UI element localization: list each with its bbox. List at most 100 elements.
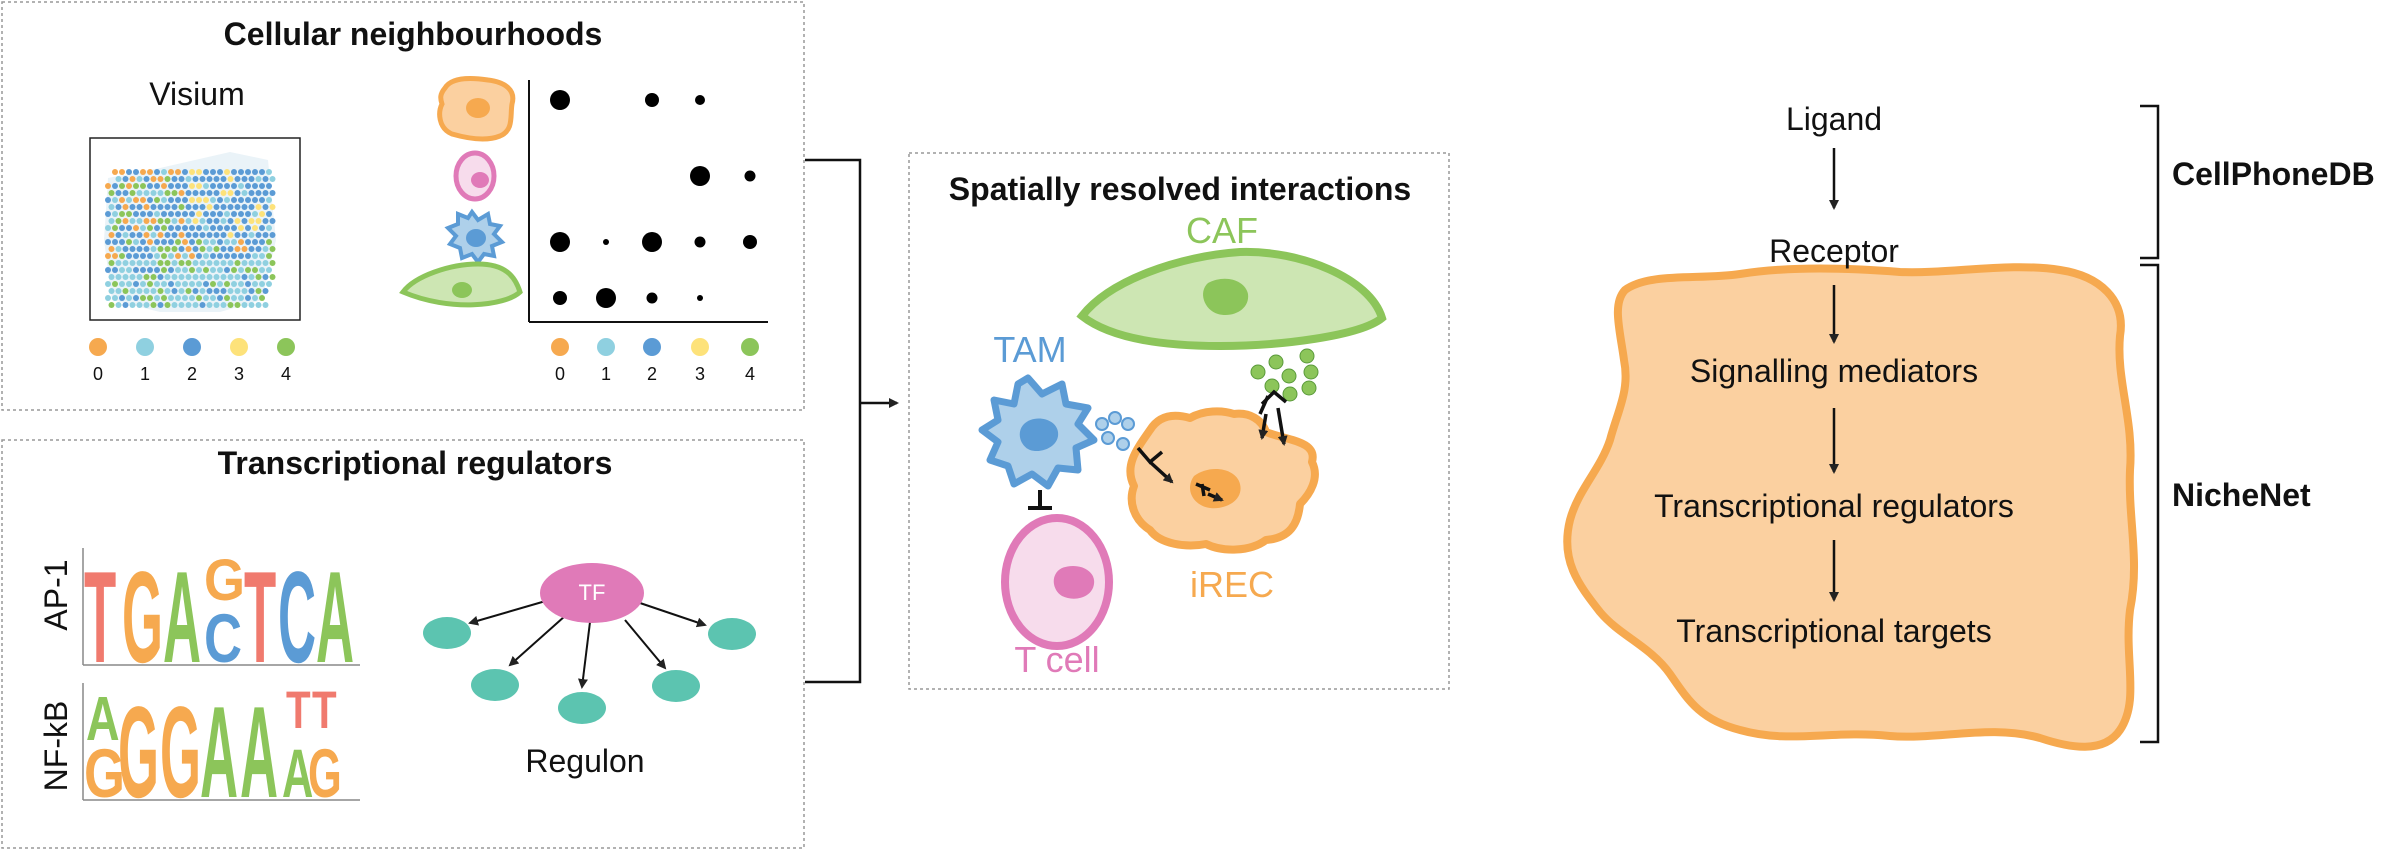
tissue-spot <box>140 253 146 259</box>
cell-icon-tcell <box>453 150 497 202</box>
tissue-spot <box>189 295 195 301</box>
tissue-spot <box>245 295 251 301</box>
tissue-spot <box>115 288 122 294</box>
tissue-spot <box>122 204 129 210</box>
tissue-spot <box>122 218 129 224</box>
tissue-spot <box>192 232 199 238</box>
tissue-spot <box>164 176 171 182</box>
tissue-spot <box>245 183 251 189</box>
tissue-spot <box>133 253 139 259</box>
dotplot-point <box>697 295 703 301</box>
tissue-spot <box>150 176 157 182</box>
tissue-spot <box>248 302 255 308</box>
tissue-spot <box>262 232 269 238</box>
tissue-spot <box>189 253 195 259</box>
dotplot-point <box>553 291 567 305</box>
tissue-spot <box>108 288 115 294</box>
tissue-spot <box>185 288 192 294</box>
svg-text:G: G <box>204 546 245 612</box>
tissue-spot <box>248 190 255 196</box>
tissue-spot <box>143 288 150 294</box>
tissue-spot <box>143 176 150 182</box>
cell-tam: TAM <box>978 329 1098 490</box>
tissue-spot <box>115 176 122 182</box>
tissue-spot <box>220 190 227 196</box>
tissue-spot <box>140 183 146 189</box>
tissue-spot <box>182 253 188 259</box>
target-gene-node <box>423 617 471 649</box>
tissue-spot <box>203 197 209 203</box>
motif-label-nfkb: NF-kB <box>38 701 74 792</box>
cluster-legend-swatch <box>230 338 248 356</box>
tissue-spot <box>105 267 111 273</box>
tissue-spot <box>122 274 129 280</box>
tissue-spot <box>178 302 185 308</box>
tissue-spot <box>203 267 209 273</box>
tissue-spot <box>143 190 150 196</box>
tissue-spot <box>220 232 227 238</box>
tissue-spot <box>171 302 178 308</box>
tissue-spot <box>266 183 272 189</box>
tissue-spot <box>248 274 255 280</box>
tissue-spot <box>227 190 234 196</box>
svg-text:G: G <box>84 735 125 811</box>
tissue-spot <box>147 197 153 203</box>
tissue-spot <box>182 295 188 301</box>
tissue-spot <box>154 197 160 203</box>
tissue-spot <box>213 218 220 224</box>
tissue-spot <box>119 281 125 287</box>
tissue-spot <box>168 295 174 301</box>
target-gene-node <box>471 669 519 701</box>
cluster-legend-swatch <box>89 338 107 356</box>
ligand-dots-green <box>1250 348 1319 402</box>
tissue-spot <box>105 183 111 189</box>
target-gene-node <box>652 670 700 702</box>
tissue-spot <box>108 190 115 196</box>
tissue-spot <box>238 267 244 273</box>
tissue-spot <box>210 281 216 287</box>
cell-label-irec: iREC <box>1190 564 1274 605</box>
tissue-spot <box>231 295 237 301</box>
tissue-spot <box>259 211 265 217</box>
tissue-spot <box>171 176 178 182</box>
tissue-spot <box>150 260 157 266</box>
cluster-legend-label: 3 <box>234 364 244 384</box>
tissue-spot <box>112 225 118 231</box>
tissue-spot <box>112 169 118 175</box>
tissue-spot <box>189 225 195 231</box>
tissue-spot <box>252 197 258 203</box>
tissue-spot <box>108 302 115 308</box>
tissue-spot <box>252 225 258 231</box>
tissue-spot <box>217 169 223 175</box>
tissue-spot <box>133 183 139 189</box>
tissue-spot <box>220 218 227 224</box>
tissue-spot <box>105 225 111 231</box>
tissue-spot <box>178 204 185 210</box>
tissue-spot <box>119 295 125 301</box>
tissue-spot <box>241 274 248 280</box>
tissue-spot <box>252 295 258 301</box>
tissue-spot <box>182 183 188 189</box>
tissue-spot <box>164 246 171 252</box>
tissue-spot <box>168 183 174 189</box>
tissue-spot <box>126 239 132 245</box>
tissue-spot <box>248 204 255 210</box>
tissue-spot <box>231 267 237 273</box>
tissue-spot <box>199 176 206 182</box>
dotplot-axis-label: 3 <box>695 364 705 384</box>
tissue-spot <box>150 190 157 196</box>
tissue-spot <box>262 176 269 182</box>
tissue-spot <box>199 274 206 280</box>
tissue-spot <box>119 183 125 189</box>
tissue-spot <box>238 225 244 231</box>
panel-title: Transcriptional regulators <box>218 445 613 481</box>
svg-text:G: G <box>122 545 163 691</box>
dotplot-point <box>646 292 658 304</box>
tissue-spot <box>234 260 241 266</box>
tissue-spot <box>133 225 139 231</box>
tissue-spot <box>112 267 118 273</box>
tissue-spot <box>238 211 244 217</box>
tissue-spot <box>189 197 195 203</box>
tissue-spot <box>262 274 269 280</box>
